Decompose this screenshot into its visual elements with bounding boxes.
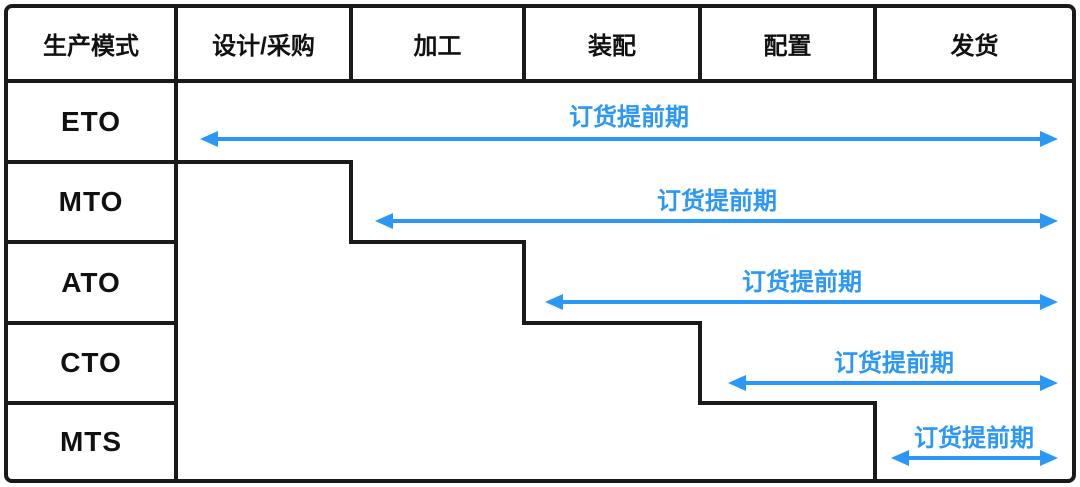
mode-cell-cto: CTO [60,347,122,378]
mode-cell-eto: ETO [60,105,122,137]
mode-cell-ato: ATO [61,266,121,298]
staircase-grid-lines [4,160,877,483]
mode-cell-mts: MTS [59,426,123,457]
header-cell-processing: 加工 [413,33,462,60]
arrow-left-head-icon [375,213,393,229]
arrow-left-head-icon [200,131,218,147]
arrow-right-head-icon [1040,213,1058,229]
arrow-right-head-icon [1040,375,1058,391]
header-cell-production-mode: 生产模式 [43,33,139,60]
lead-time-label-mto: 订货提前期 [657,188,777,215]
lead-time-label-eto: 订货提前期 [569,104,689,131]
lead-time-arrow-mto [375,213,1058,229]
arrow-left-head-icon [891,450,909,466]
header-cell-assembly: 装配 [588,33,636,60]
lead-time-arrow-ato [545,294,1058,310]
arrow-right-head-icon [1040,131,1058,147]
mode-cell-mto: MTO [58,186,124,217]
arrow-left-head-icon [728,375,746,391]
lead-time-arrow-cto [728,375,1058,391]
header-cell-design-procurement: 设计/采购 [212,33,315,60]
arrow-left-head-icon [545,294,563,310]
header-cell-configuration: 配置 [763,33,812,60]
lead-time-arrow-eto [200,131,1058,147]
lead-time-label-mts: 订货提前期 [914,425,1034,452]
arrow-right-head-icon [1040,294,1058,310]
lead-time-label-cto: 订货提前期 [834,350,954,377]
header-cell-delivery: 发货 [950,33,999,60]
lead-time-label-ato: 订货提前期 [742,269,862,296]
lead-time-arrow-mts [891,450,1058,466]
arrow-right-head-icon [1040,450,1058,466]
